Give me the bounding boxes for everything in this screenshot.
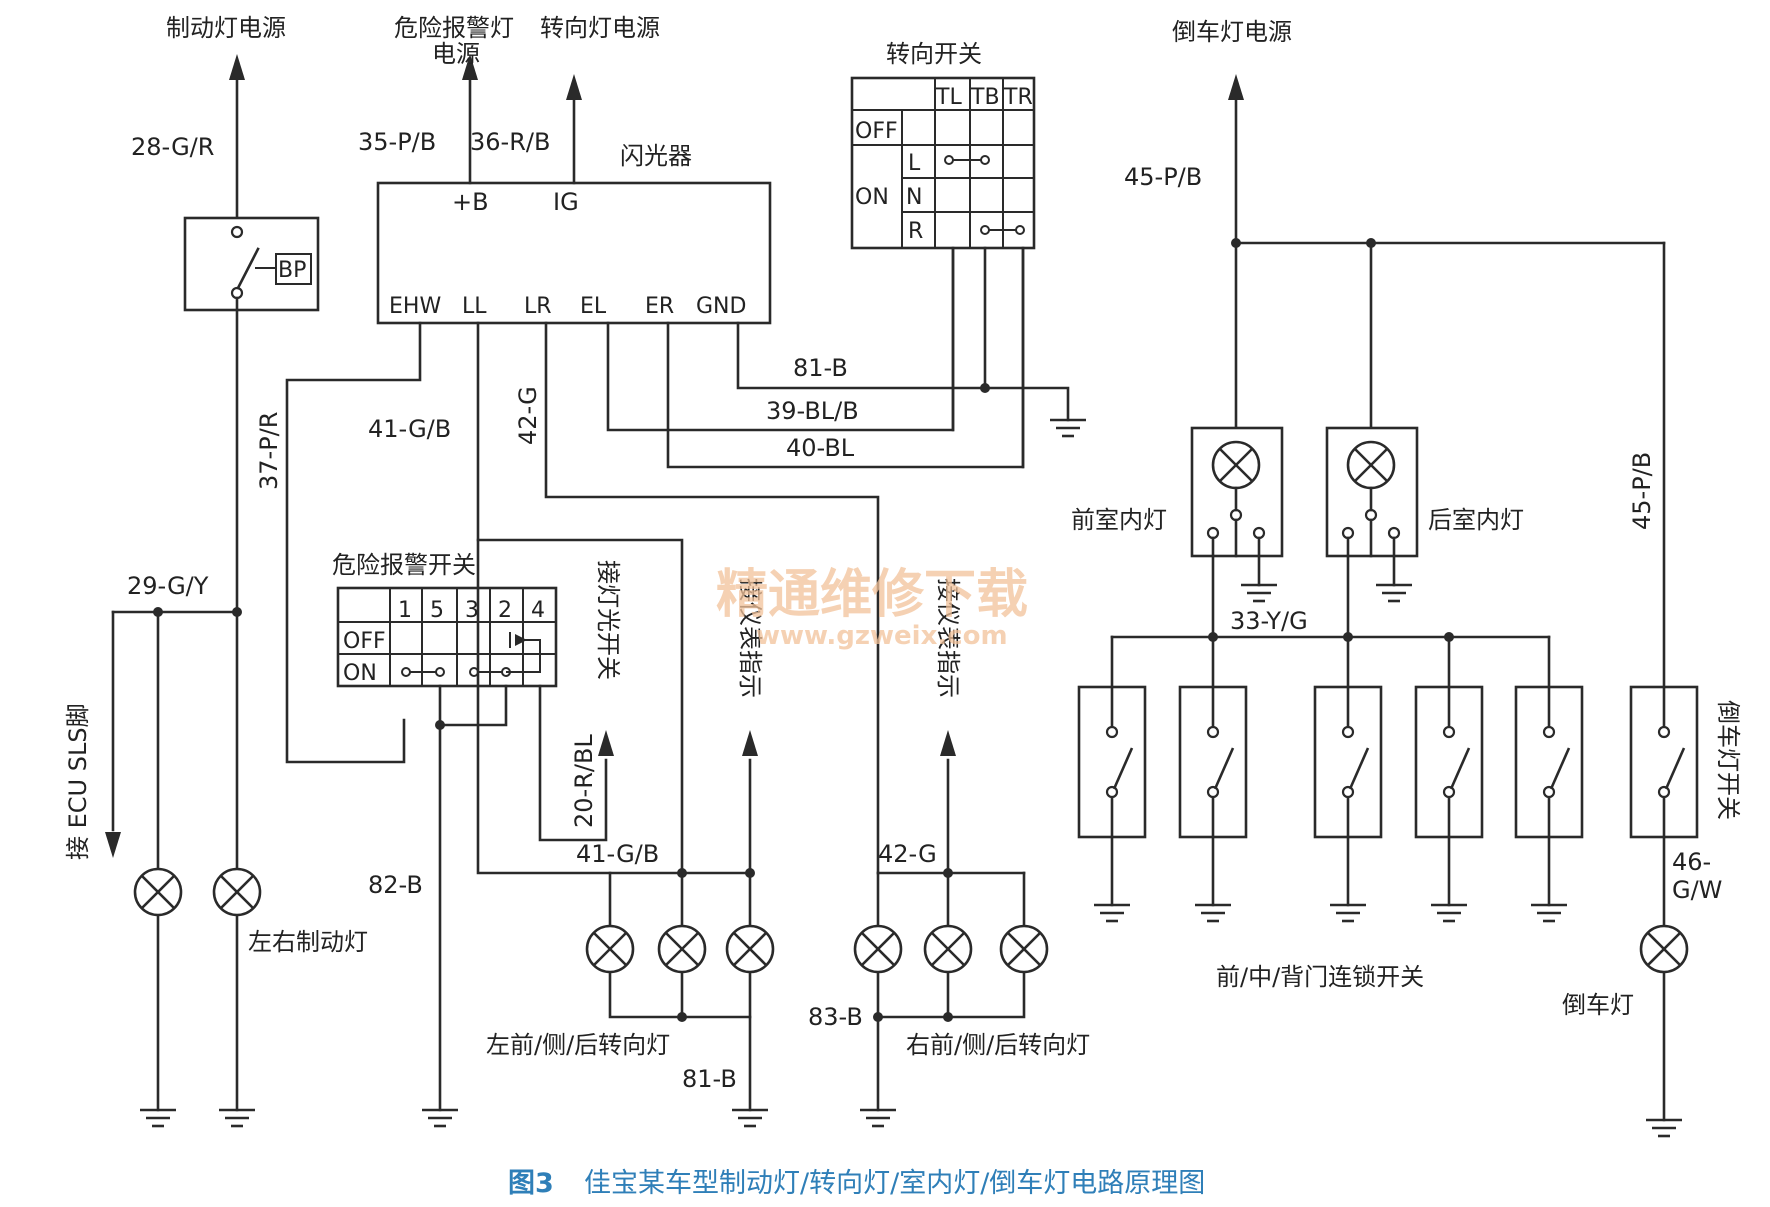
text-layer: 制动灯电源 危险报警灯 电源 转向灯电源 转向开关 倒车灯电源 闪光器 28-G… [64,14,1742,1199]
ts-col-tl: TL [935,85,962,110]
flasher-label: 闪光器 [620,142,692,170]
ts-row-off: OFF [855,119,898,144]
door-switches-label: 前/中/背门连锁开关 [1216,963,1424,991]
right-turn-lamps-label: 右前/侧/后转向灯 [906,1031,1090,1059]
pin-el: EL [580,294,607,319]
wire-35: 35-P/B [358,128,436,156]
wire-29: 29-G/Y [127,572,209,600]
ts-row-r: R [908,219,923,244]
hs-row-off: OFF [343,629,386,654]
wire-20: 20-R/BL [570,734,598,828]
pin-b: +B [452,188,489,216]
brake-lamps-label: 左右制动灯 [248,928,368,956]
watermark-title: 精通维修下载 [716,565,1028,625]
to-meter-right-label: 接仪表指示 [934,578,962,698]
pin-lr: LR [524,294,552,319]
reverse-power-label: 倒车灯电源 [1172,18,1292,46]
ts-row-n: N [906,185,922,210]
wire-28: 28-G/R [131,133,214,161]
hs-col-5: 5 [430,598,444,623]
watermark-url: www.gzweix.com [756,621,1008,651]
turn-switch-label: 转向开关 [886,40,982,68]
wire-81b: 81-B [682,1065,737,1093]
wire-33: 33-Y/G [1230,607,1308,635]
pin-ehw: EHW [389,294,441,319]
wire-45b: 45-P/B [1628,452,1656,530]
pin-ig: IG [553,188,579,216]
left-turn-lamps-label: 左前/侧/后转向灯 [486,1031,670,1059]
caption-fig: 图3 [508,1168,554,1199]
pin-gnd: GND [696,294,746,319]
reverse-lamp-label: 倒车灯 [1562,991,1634,1019]
wire-37: 37-P/R [255,412,283,490]
hazard-switch-table [336,586,558,688]
left-turn-lamps [476,538,775,1128]
ts-row-on: ON [855,185,889,210]
wire-83: 83-B [808,1003,863,1031]
brake-power-label: 制动灯电源 [166,14,286,42]
ts-row-l: L [908,151,921,176]
hs-row-on: ON [343,661,377,686]
hazard-power-label: 危险报警灯 [394,14,514,42]
ts-col-tb: TB [970,85,1000,110]
turn-switch-table [850,76,1036,469]
wire-41a: 41-G/B [368,415,451,443]
hazard-switch-label: 危险报警开关 [332,551,476,579]
to-light-switch-label: 接灯光开关 [594,560,622,680]
hs-col-1: 1 [398,598,412,623]
to-ecu-label: 接 ECU SLS脚 [64,703,92,860]
wire-39: 39-BL/B [766,397,859,425]
wire-82: 82-B [368,871,423,899]
caption-text: 佳宝某车型制动灯/转向灯/室内灯/倒车灯电路原理图 [584,1168,1205,1199]
wire-46b: G/W [1672,876,1722,904]
wire-45a: 45-P/B [1124,163,1202,191]
wire-40: 40-BL [786,434,855,462]
flasher-unit [376,54,772,325]
pin-er: ER [645,294,674,319]
wire-36: 36-R/B [470,128,550,156]
hazard-power-label-2: 电源 [432,40,480,68]
reverse-switch-label: 倒车灯开关 [1714,700,1742,820]
wire-41b: 41-G/B [576,840,659,868]
hs-col-4: 4 [531,598,545,623]
brake-circuit [105,54,320,1128]
hs-col-2: 2 [498,598,512,623]
ts-col-tr: TR [1003,85,1033,110]
pin-ll: LL [462,294,487,319]
room-and-reverse-circuit [1077,74,1699,1138]
bp-label: BP [278,258,306,283]
right-turn-lamps [853,730,1049,1128]
wire-42b: 42-G [878,840,937,868]
rear-room-lamp-label: 后室内灯 [1428,506,1524,534]
turn-power-label: 转向灯电源 [540,14,660,42]
wire-46a: 46- [1672,848,1711,876]
wire-42a: 42-G [514,386,542,445]
hs-col-3: 3 [465,598,479,623]
wire-81a: 81-B [793,354,848,382]
front-room-lamp-label: 前室内灯 [1071,506,1167,534]
to-meter-left-label: 接仪表指示 [736,578,764,698]
